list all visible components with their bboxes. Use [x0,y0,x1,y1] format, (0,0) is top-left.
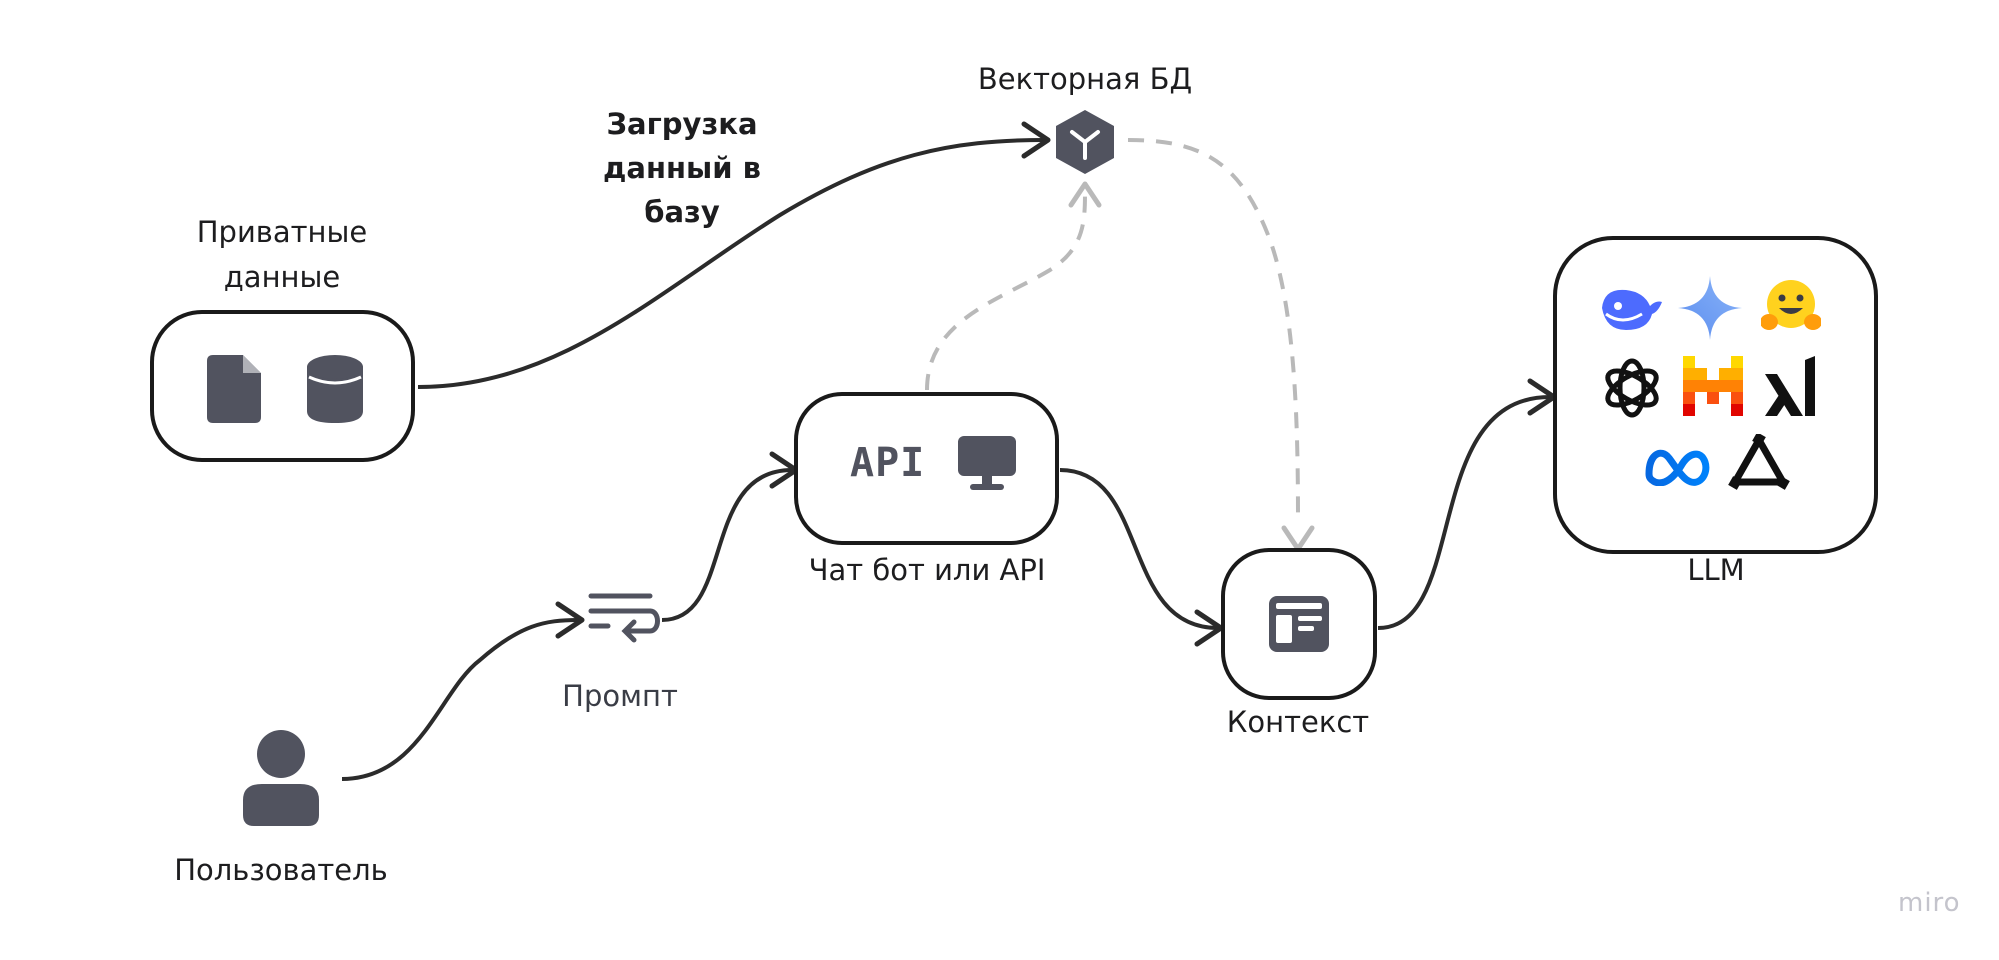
miro-watermark: miro [1898,888,1961,918]
deepseek-logo-icon [1602,289,1662,330]
connector-context-to-llm [1377,395,1551,630]
prompt-label: Промпт [562,679,678,713]
upload-label: Загрузка данный в базу [602,107,762,229]
vector-db-icon [1056,110,1114,174]
user-label: Пользователь [174,853,388,887]
context-node [1221,548,1377,700]
context-label: Контекст [1226,705,1370,739]
user-icon [243,730,319,826]
xai-logo-icon [1765,356,1815,416]
connector-chatbot-to-context [1059,468,1219,630]
mistral-logo-icon [1683,356,1743,416]
connector-user-to-prompt [341,618,579,781]
dashed-chatbot-to-vector [925,189,1087,391]
connector-private-to-vector [417,138,1046,389]
llm-node [1553,236,1878,554]
qwen-logo-icon [1728,434,1790,490]
arrowhead-prompt [555,601,585,639]
dashed-arrowhead-context [1281,525,1315,552]
chatbot-api-label: Чат бот или API [808,553,1046,587]
connector-prompt-to-chatbot [661,468,793,622]
dashed-arrowhead-vector [1068,181,1102,208]
private-data-node [150,310,415,462]
openai-logo-icon [1605,358,1659,418]
chatbot-api-node: API [794,392,1059,545]
layout-icon [1269,596,1329,652]
dashed-vector-to-context [1127,138,1300,521]
arrowhead-vector [1021,121,1051,159]
huggingface-logo-icon [1761,280,1821,330]
database-icon [307,355,363,423]
meta-logo-icon [1645,449,1710,486]
vector-db-label: Векторная БД [977,62,1193,96]
prompt-icon [588,593,660,643]
llm-label: LLM [1687,553,1745,587]
private-data-label: Приватные данные [196,215,368,294]
monitor-icon [958,436,1016,490]
api-icon: API [850,440,926,486]
document-icon [207,355,261,423]
gemini-logo-icon [1678,276,1742,340]
